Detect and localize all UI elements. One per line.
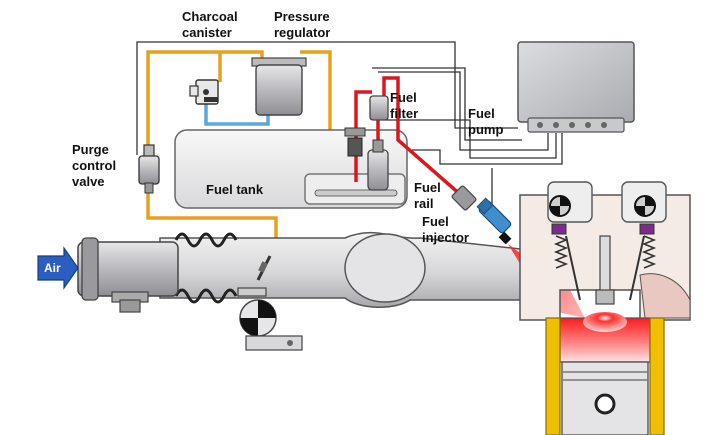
charcoal-canister-label-line2: canister [182, 25, 232, 40]
vapor-line-purge-to-intake [146, 190, 278, 245]
piston [561, 361, 649, 435]
fuel-rail-label-line2: rail [414, 196, 434, 211]
fuel-filter-label-line2: filter [390, 106, 418, 121]
fuel-injector-label-line2: injector [422, 230, 469, 245]
pressure-regulator [251, 57, 307, 116]
fuel-pump-label-line2: pump [468, 122, 503, 137]
purge-control-valve [138, 144, 160, 194]
pressure-regulator-label-line2: regulator [274, 25, 330, 40]
charcoal-canister-label-line1: Charcoal [182, 9, 238, 24]
fuel-filter [369, 95, 389, 121]
wire-pump-to-ecu [378, 71, 549, 151]
ignition-flame [583, 312, 627, 332]
vapor-lines [146, 50, 332, 245]
fuel-injector [451, 185, 512, 245]
pressure-regulator-label: Pressure regulator [274, 9, 333, 40]
fuel-rail-label-line1: Fuel [414, 180, 441, 195]
charcoal-canister [189, 79, 219, 105]
purge-control-valve-label: Purge control valve [72, 142, 120, 189]
fuel-pump-label-line1: Fuel [468, 106, 495, 121]
labels: Charcoal canister Pressure regulator Fue… [72, 9, 503, 245]
ecu-box [517, 41, 635, 133]
wire-tank-to-ecu [385, 119, 557, 159]
wiring [136, 41, 563, 205]
fuel-pump-module [344, 127, 389, 191]
purge-label-line3: valve [72, 174, 105, 189]
fuel-filter-label: Fuel filter [390, 90, 420, 121]
engine-block [519, 181, 691, 321]
fuel-injector-label-line1: Fuel [422, 214, 449, 229]
fuel-filter-label-line1: Fuel [390, 90, 417, 105]
fuel-supply-line [382, 76, 464, 198]
intake-manifold [159, 231, 541, 308]
canister-air-line [204, 102, 270, 126]
fuel-rail-label: Fuel rail [414, 180, 444, 211]
purge-label-line1: Purge [72, 142, 109, 157]
purge-label-line2: control [72, 158, 116, 173]
cylinder-wall-left [545, 317, 561, 435]
air-label: Air [44, 261, 61, 275]
throttle-body [237, 255, 303, 351]
air-inlet-arrow: Air [37, 246, 79, 290]
charcoal-canister-label: Charcoal canister [182, 9, 241, 40]
air-filter-housing [77, 237, 179, 313]
wire-filter-to-ecu [372, 67, 522, 141]
vapor-line-tank [300, 50, 332, 132]
cylinder-wall-right [649, 317, 665, 435]
fuel-pump-label: Fuel pump [468, 106, 503, 137]
fuel-injector-label: Fuel injector [422, 214, 469, 245]
pressure-regulator-label-line1: Pressure [274, 9, 330, 24]
wire-sender-to-ecu [412, 133, 563, 165]
fuel-tank-label: Fuel tank [206, 182, 264, 197]
vapor-line-canister [146, 50, 264, 155]
wire-purge-to-ecu [136, 41, 518, 155]
